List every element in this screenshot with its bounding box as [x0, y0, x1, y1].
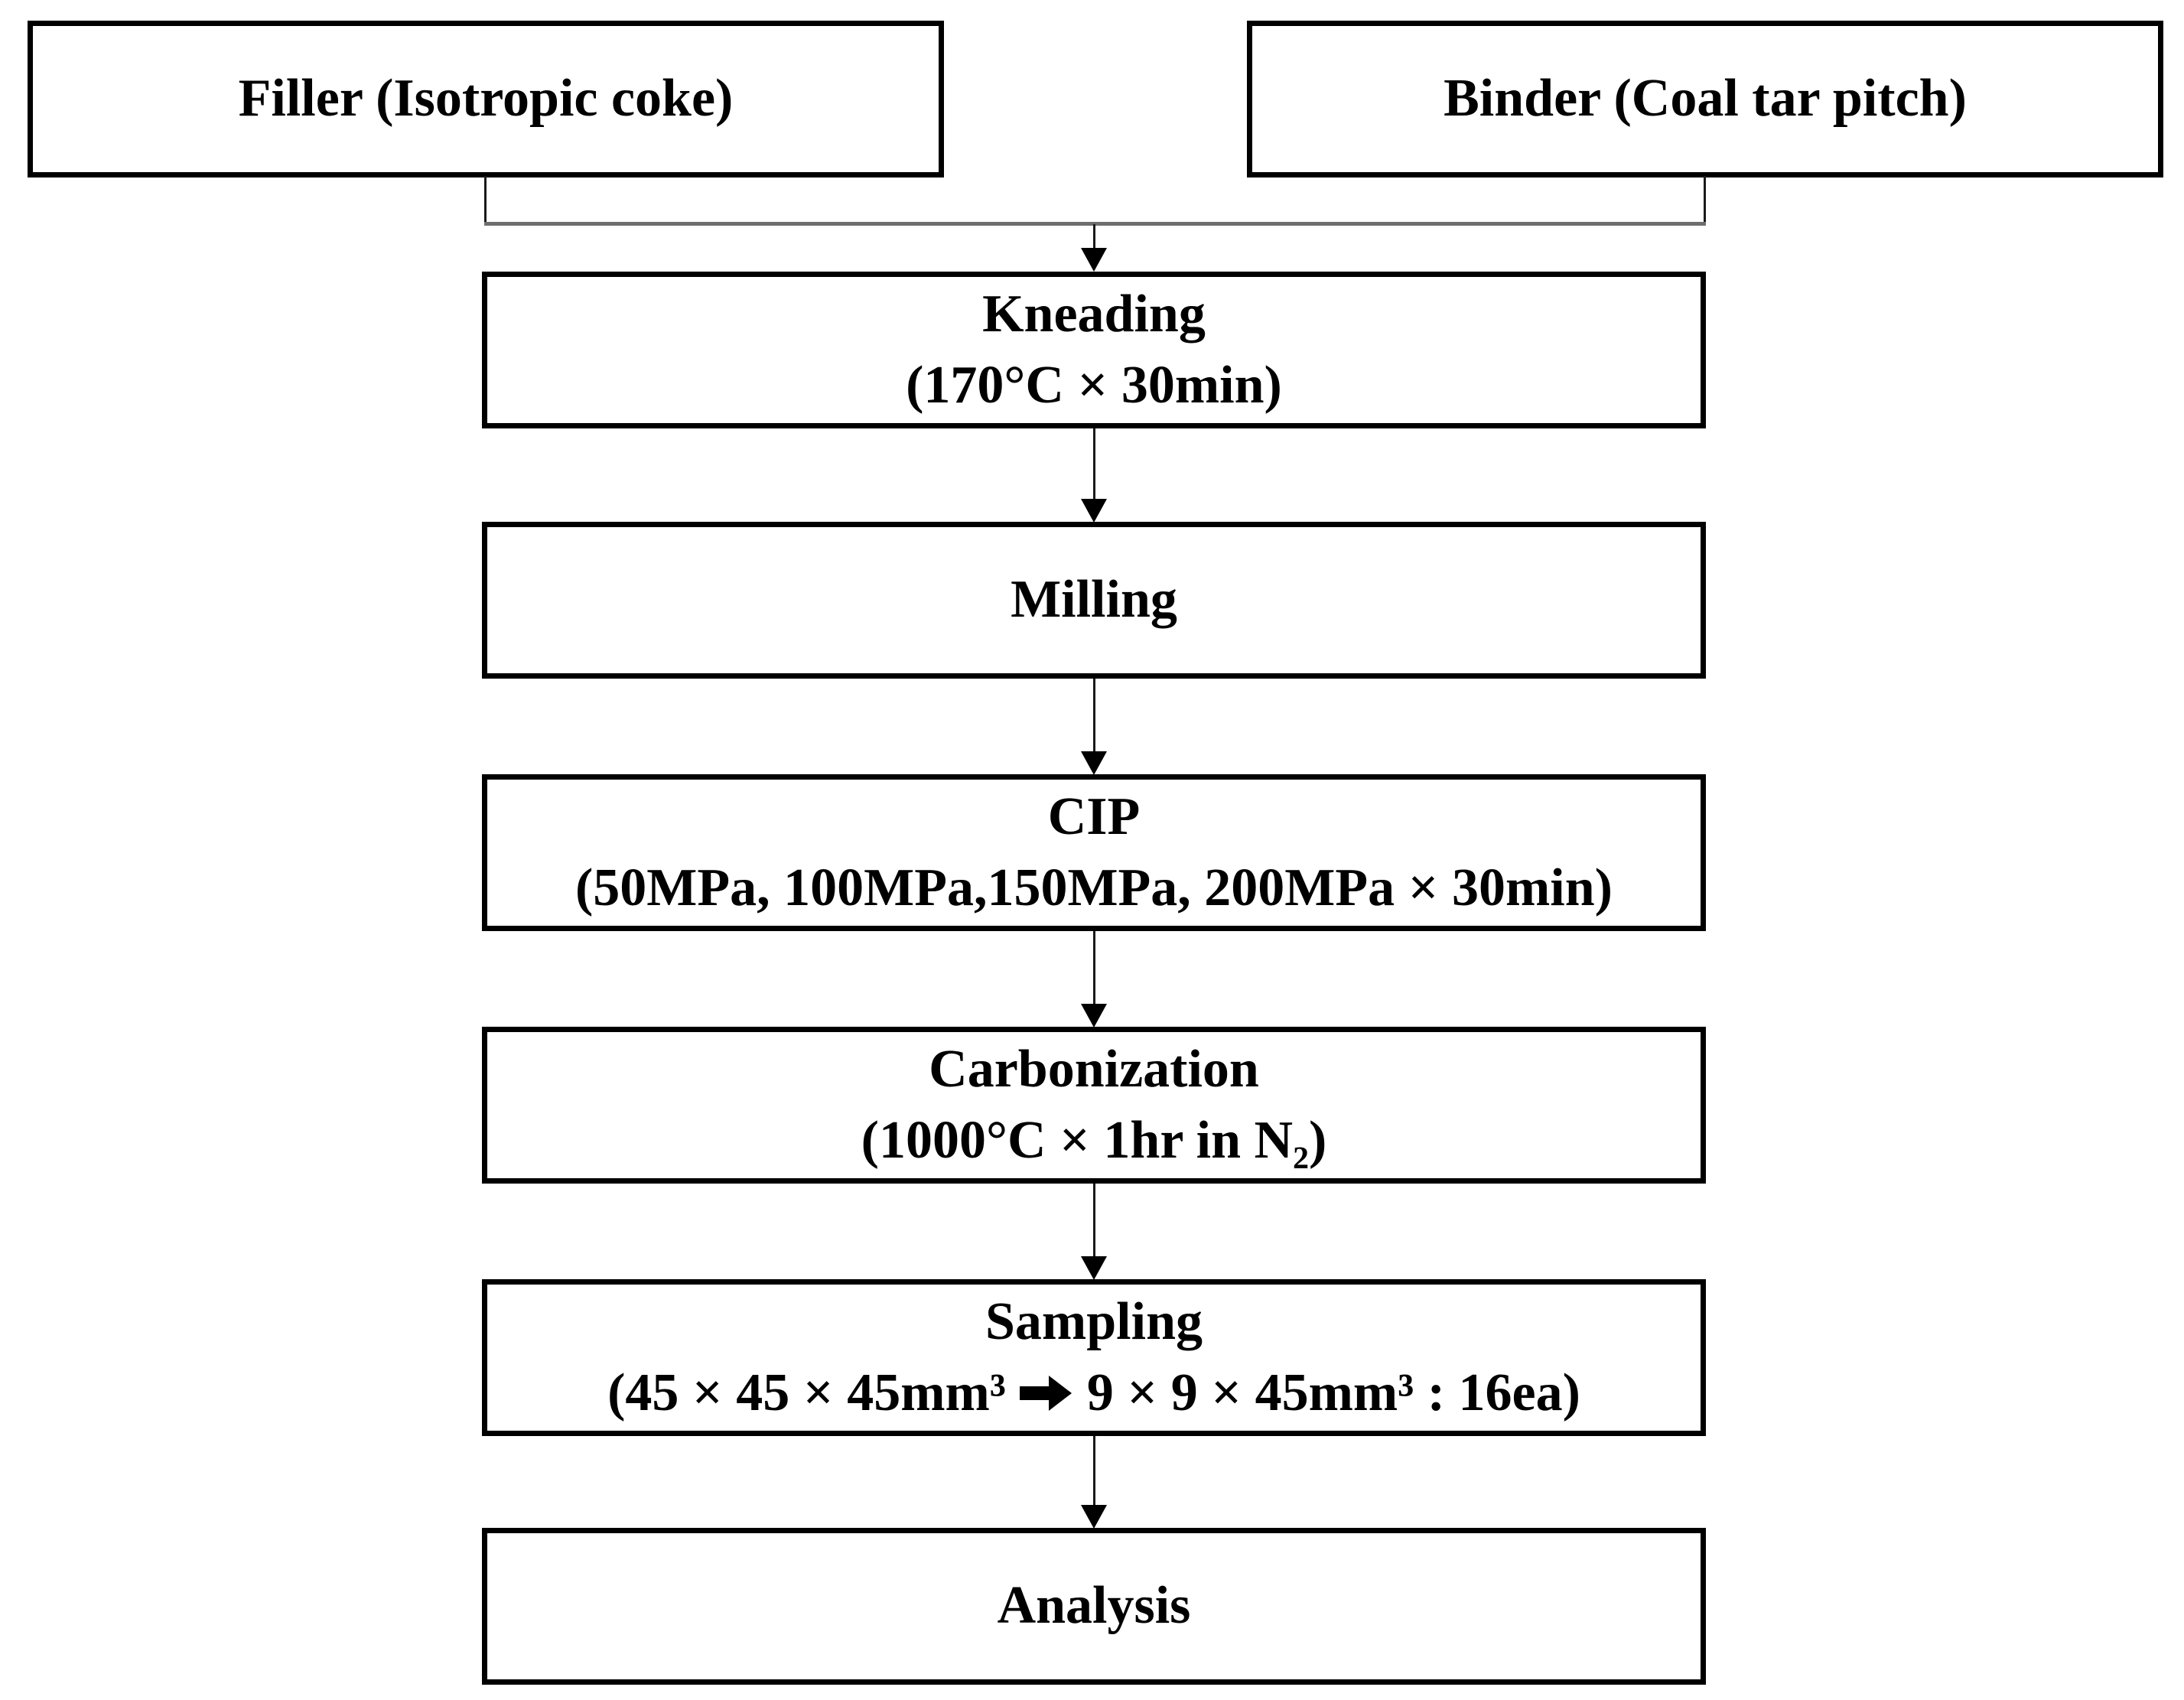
step-title: Sampling [985, 1292, 1203, 1352]
input-box-binder-label: Binder (Coal tar pitch) [1444, 69, 1967, 129]
arrowhead-down-icon [1081, 499, 1107, 523]
step-title: Carbonization [929, 1040, 1259, 1099]
input-box-filler-label: Filler (Isotropic coke) [238, 69, 734, 129]
connector-sampling-to-analysis [1093, 1436, 1095, 1506]
sampling-detail-left: (45 × 45 × 45mm³ [607, 1363, 1006, 1422]
step-box-kneading: Kneading (170°C × 30min) [482, 272, 1706, 428]
step-title: CIP [1047, 787, 1141, 847]
step-detail: (1000°C × 1hr in N₂) [861, 1110, 1327, 1170]
step-detail: (50MPa, 100MPa,150MPa, 200MPa × 30min) [574, 858, 1613, 917]
connector-merge-stem [1093, 224, 1095, 249]
arrowhead-down-icon [1081, 751, 1107, 775]
step-title: Kneading [982, 285, 1206, 344]
sampling-detail-right: 9 × 9 × 45mm³ : 16ea) [1086, 1363, 1580, 1422]
connector-milling-to-cip [1093, 679, 1095, 753]
input-box-filler: Filler (Isotropic coke) [28, 21, 944, 177]
step-box-analysis: Analysis [482, 1528, 1706, 1685]
step-detail: (45 × 45 × 45mm³ 9 × 9 × 45mm³ : 16ea) [607, 1358, 1580, 1428]
connector-binder-drop-line [1704, 176, 1706, 226]
connector-kneading-to-milling [1093, 428, 1095, 500]
arrowhead-down-icon [1081, 248, 1107, 272]
input-box-binder: Binder (Coal tar pitch) [1247, 21, 2163, 177]
right-arrow-icon [1019, 1375, 1072, 1411]
step-box-milling: Milling [482, 522, 1706, 679]
step-detail: (170°C × 30min) [906, 355, 1282, 415]
arrowhead-down-icon [1081, 1256, 1107, 1280]
connector-filler-drop-line [484, 176, 487, 226]
arrowhead-down-icon [1081, 1505, 1107, 1529]
step-title: Milling [1011, 570, 1177, 630]
step-box-sampling: Sampling (45 × 45 × 45mm³ 9 × 9 × 45mm³ … [482, 1279, 1706, 1436]
connector-cip-to-carbonization [1093, 931, 1095, 1005]
step-box-carbonization: Carbonization (1000°C × 1hr in N₂) [482, 1027, 1706, 1184]
step-box-cip: CIP (50MPa, 100MPa,150MPa, 200MPa × 30mi… [482, 774, 1706, 931]
connector-merge-horizontal-line [484, 222, 1706, 226]
connector-carbonization-to-sampling [1093, 1184, 1095, 1258]
step-title: Analysis [997, 1576, 1191, 1636]
arrowhead-down-icon [1081, 1004, 1107, 1027]
